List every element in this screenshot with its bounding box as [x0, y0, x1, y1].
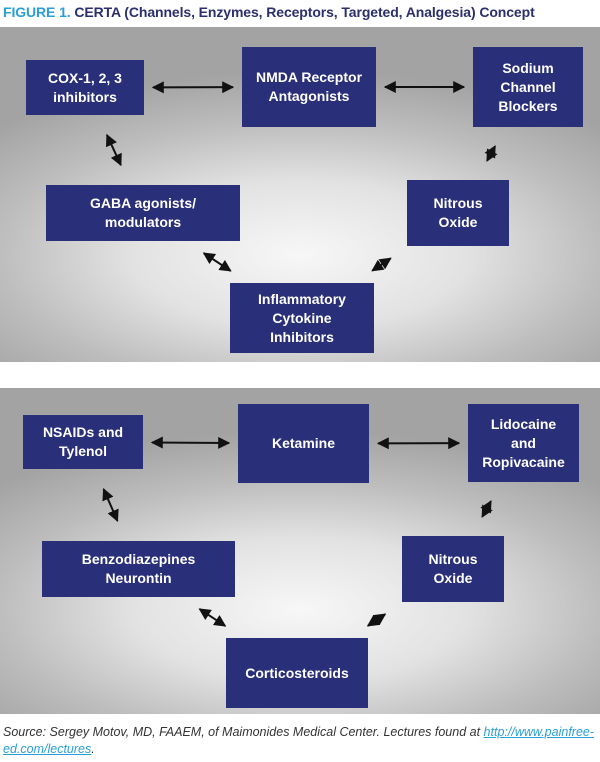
node-nitrous-oxide: Nitrous Oxide [402, 536, 504, 602]
certa-diagram-panel: COX-1, 2, 3 inhibitors NMDA Receptor Ant… [0, 27, 600, 362]
source-caption: Source: Sergey Motov, MD, FAAEM, of Maim… [3, 724, 597, 758]
double-arrow-nsaids-benzo [102, 488, 119, 522]
node-gaba-modulators: GABA agonists/ modulators [46, 185, 240, 241]
double-arrow-sodium-nitrous [484, 145, 498, 162]
double-arrow-gaba-cytokine [202, 252, 232, 272]
source-text: Source: Sergey Motov, MD, FAAEM, of Maim… [3, 725, 481, 739]
figure-title: FIGURE 1. CERTA (Channels, Enzymes, Rece… [3, 4, 535, 20]
arrows-layer [102, 436, 493, 627]
node-cytokine-inhibitors: Inflammatory Cytokine Inhibitors [230, 283, 374, 353]
node-sodium-channel-blockers: Sodium Channel Blockers [473, 47, 583, 127]
node-lidocaine-ropivacaine: Lidocaine and Ropivacaine [468, 404, 579, 482]
node-ketamine: Ketamine [238, 404, 369, 483]
node-corticosteroids: Corticosteroids [226, 638, 368, 708]
node-nsaids-tylenol: NSAIDs and Tylenol [23, 415, 143, 469]
drug-examples-panel: NSAIDs and Tylenol Ketamine Lidocaine an… [0, 388, 600, 714]
node-cox-inhibitors: COX-1, 2, 3 inhibitors [26, 60, 144, 115]
node-benzodiazepines-neurontin: Benzodiazepines Neurontin [42, 541, 235, 597]
node-nmda-antagonists: NMDA Receptor Antagonists [242, 47, 376, 127]
figure-label: FIGURE 1. [3, 4, 71, 20]
double-arrow-benzo-cortico [198, 608, 227, 627]
node-nitrous-oxide: Nitrous Oxide [407, 180, 509, 246]
arrows-layer [106, 81, 498, 272]
lectures-link[interactable]: http://www.painfree-ed.com/lectures [3, 725, 595, 756]
double-arrow-nsaids-ketamine [150, 436, 231, 449]
double-arrow-lidocaine-nitrous [480, 500, 493, 518]
double-arrow-cox-gaba [106, 133, 122, 167]
double-arrow-nitrous-cortico [366, 613, 387, 627]
double-arrow-nitrous-cytokine [371, 257, 392, 272]
figure-title-text: CERTA (Channels, Enzymes, Receptors, Tar… [74, 4, 535, 20]
source-end: . [91, 742, 95, 756]
